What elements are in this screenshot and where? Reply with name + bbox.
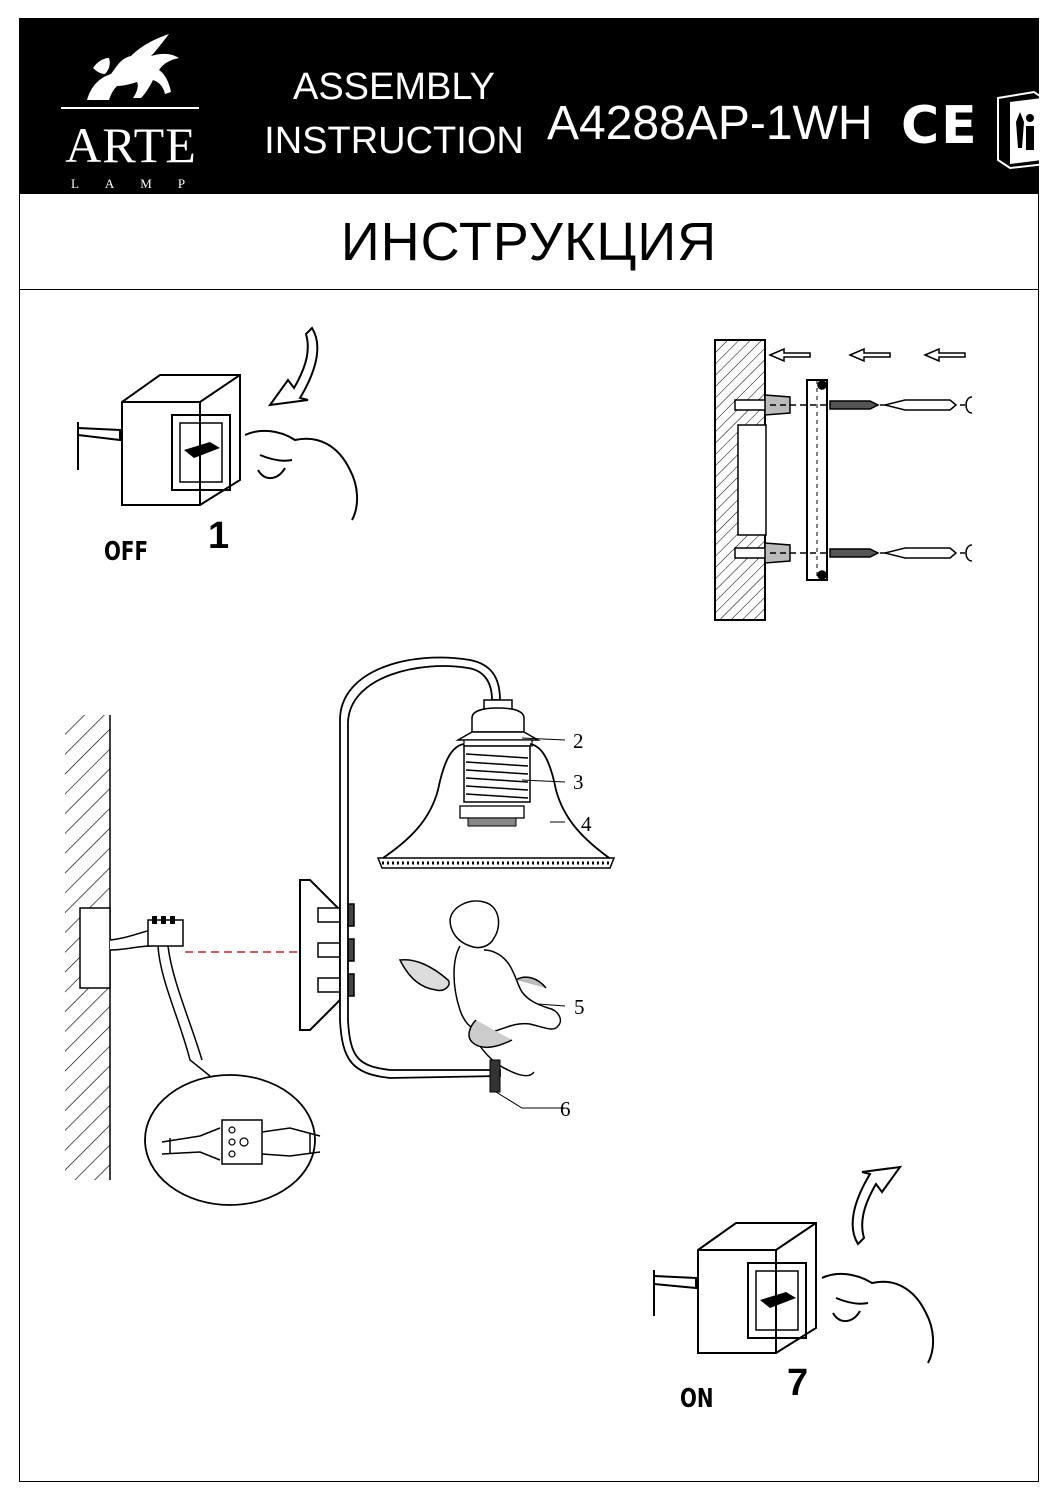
switch-on-label: ON bbox=[680, 1384, 714, 1414]
part-number-6: 6 bbox=[560, 1097, 571, 1121]
title-bar: ИНСТРУКЦИЯ bbox=[19, 194, 1039, 290]
switch-on-illustration bbox=[653, 1165, 934, 1364]
model-number: A4288AP-1WH bbox=[547, 97, 873, 150]
assembly-line2: INSTRUCTION bbox=[264, 120, 524, 162]
header-bar: ARTE LAMP ASSEMBLY INSTRUCTION A4288AP-1… bbox=[19, 18, 1047, 194]
step-7-number: 7 bbox=[787, 1362, 809, 1404]
part-number-3: 3 bbox=[573, 770, 584, 794]
page-title: ИНСТРУКЦИЯ bbox=[340, 212, 718, 272]
part-number-5: 5 bbox=[574, 995, 585, 1019]
brand-name: ARTE bbox=[65, 117, 197, 173]
arte-lamp-logo: ARTE LAMP bbox=[47, 28, 215, 193]
part-number-2: 2 bbox=[573, 729, 584, 753]
manual-info-icon bbox=[997, 90, 1047, 170]
switch-off-illustration bbox=[77, 326, 358, 521]
part-number-4: 4 bbox=[581, 812, 592, 836]
step-1-number: 1 bbox=[208, 515, 230, 557]
ce-mark: CE bbox=[901, 96, 979, 156]
griffin-logo-icon bbox=[61, 34, 199, 109]
assembly-instruction-label: ASSEMBLY INSTRUCTION bbox=[234, 60, 554, 168]
switch-off-label: OFF bbox=[104, 537, 149, 567]
brand-subtitle: LAMP bbox=[70, 176, 212, 191]
mounting-bracket-illustration bbox=[714, 339, 973, 621]
assembly-line1: ASSEMBLY bbox=[292, 66, 496, 108]
lamp-assembly-illustration bbox=[65, 656, 616, 1206]
